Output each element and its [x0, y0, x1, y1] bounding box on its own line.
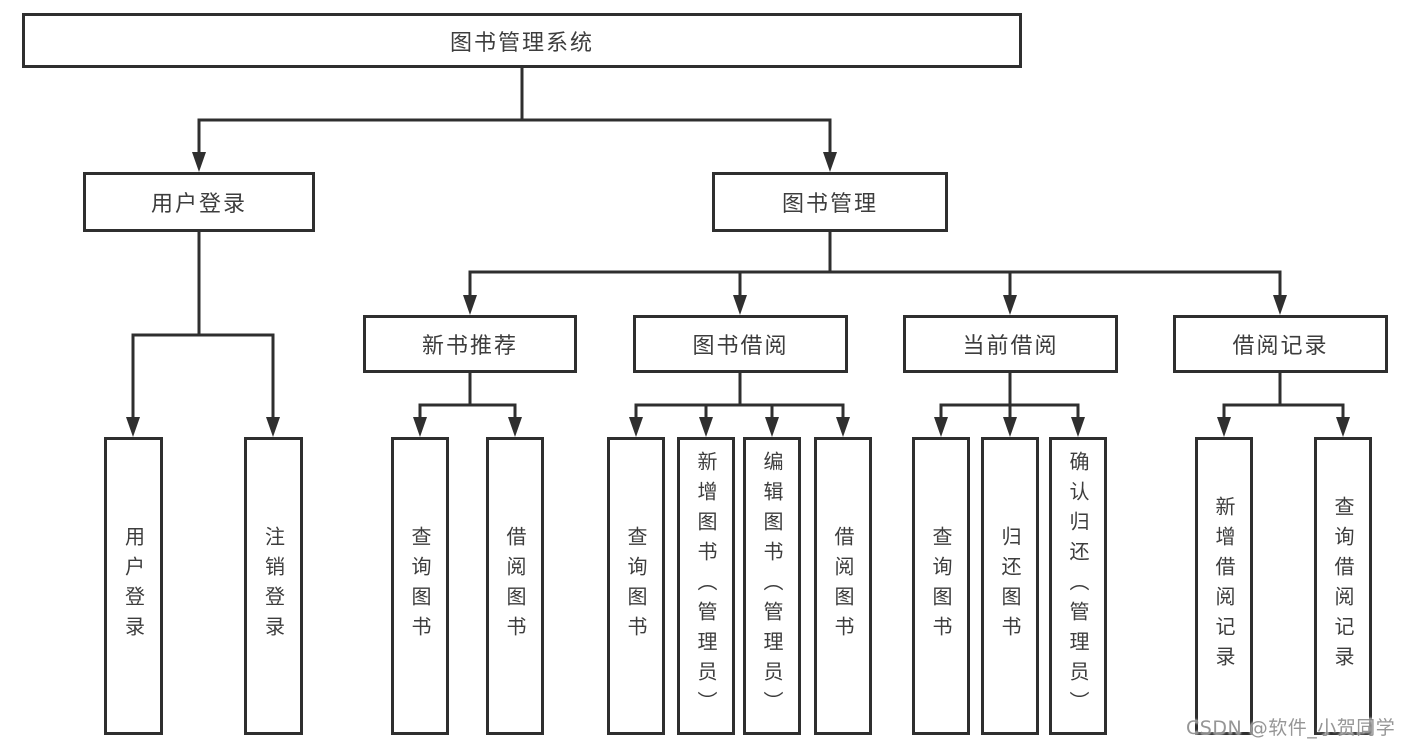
node-label: 借阅记录	[1232, 334, 1329, 359]
node-label: 新增借阅记录	[1212, 496, 1236, 676]
node-label: 图书管理系统	[449, 30, 594, 56]
leaf-query-borrow-record: 查询借阅记录	[1314, 437, 1372, 735]
node-label: 图书借阅	[692, 334, 789, 359]
leaf-query-books-recommend: 查询图书	[391, 437, 449, 735]
leaf-confirm-return-admin: 确认归还（管理员）	[1049, 437, 1107, 735]
leaf-add-books-admin: 新增图书（管理员）	[677, 437, 735, 735]
node-label: 查询图书	[624, 526, 648, 646]
node-label: 新增图书（管理员）	[694, 451, 718, 721]
leaf-edit-books-admin: 编辑图书（管理员）	[743, 437, 801, 735]
node-label: 归还图书	[998, 526, 1022, 646]
leaf-query-books-current: 查询图书	[912, 437, 970, 735]
csdn-watermark: CSDN @软件_小贺同学	[1186, 717, 1396, 739]
leaf-add-borrow-record: 新增借阅记录	[1195, 437, 1253, 735]
node-user-login: 用户登录	[83, 172, 315, 232]
node-label: 新书推荐	[421, 334, 518, 359]
node-borrowing-records: 借阅记录	[1173, 315, 1388, 373]
node-label: 查询借阅记录	[1331, 496, 1355, 676]
leaf-query-books-borrow: 查询图书	[607, 437, 665, 735]
node-label: 图书管理	[781, 192, 878, 217]
node-label: 注销登录	[261, 526, 286, 646]
node-library-management-system: 图书管理系统	[22, 13, 1022, 68]
node-new-book-recommendation: 新书推荐	[363, 315, 577, 373]
leaf-user-login: 用户登录	[104, 437, 163, 735]
node-label: 用户登录	[121, 526, 146, 646]
node-current-borrowing: 当前借阅	[903, 315, 1118, 373]
node-label: 借阅图书	[503, 526, 527, 646]
leaf-borrow-books: 借阅图书	[814, 437, 872, 735]
node-label: 编辑图书（管理员）	[760, 451, 784, 721]
node-book-borrowing: 图书借阅	[633, 315, 848, 373]
leaf-borrow-books-recommend: 借阅图书	[486, 437, 544, 735]
node-label: 查询图书	[929, 526, 953, 646]
leaf-logout: 注销登录	[244, 437, 303, 735]
node-label: 当前借阅	[962, 334, 1059, 359]
node-label: 用户登录	[150, 192, 247, 217]
node-book-management: 图书管理	[712, 172, 948, 232]
leaf-return-books: 归还图书	[981, 437, 1039, 735]
node-label: 确认归还（管理员）	[1066, 451, 1090, 721]
node-label: 查询图书	[408, 526, 432, 646]
node-label: 借阅图书	[831, 526, 855, 646]
